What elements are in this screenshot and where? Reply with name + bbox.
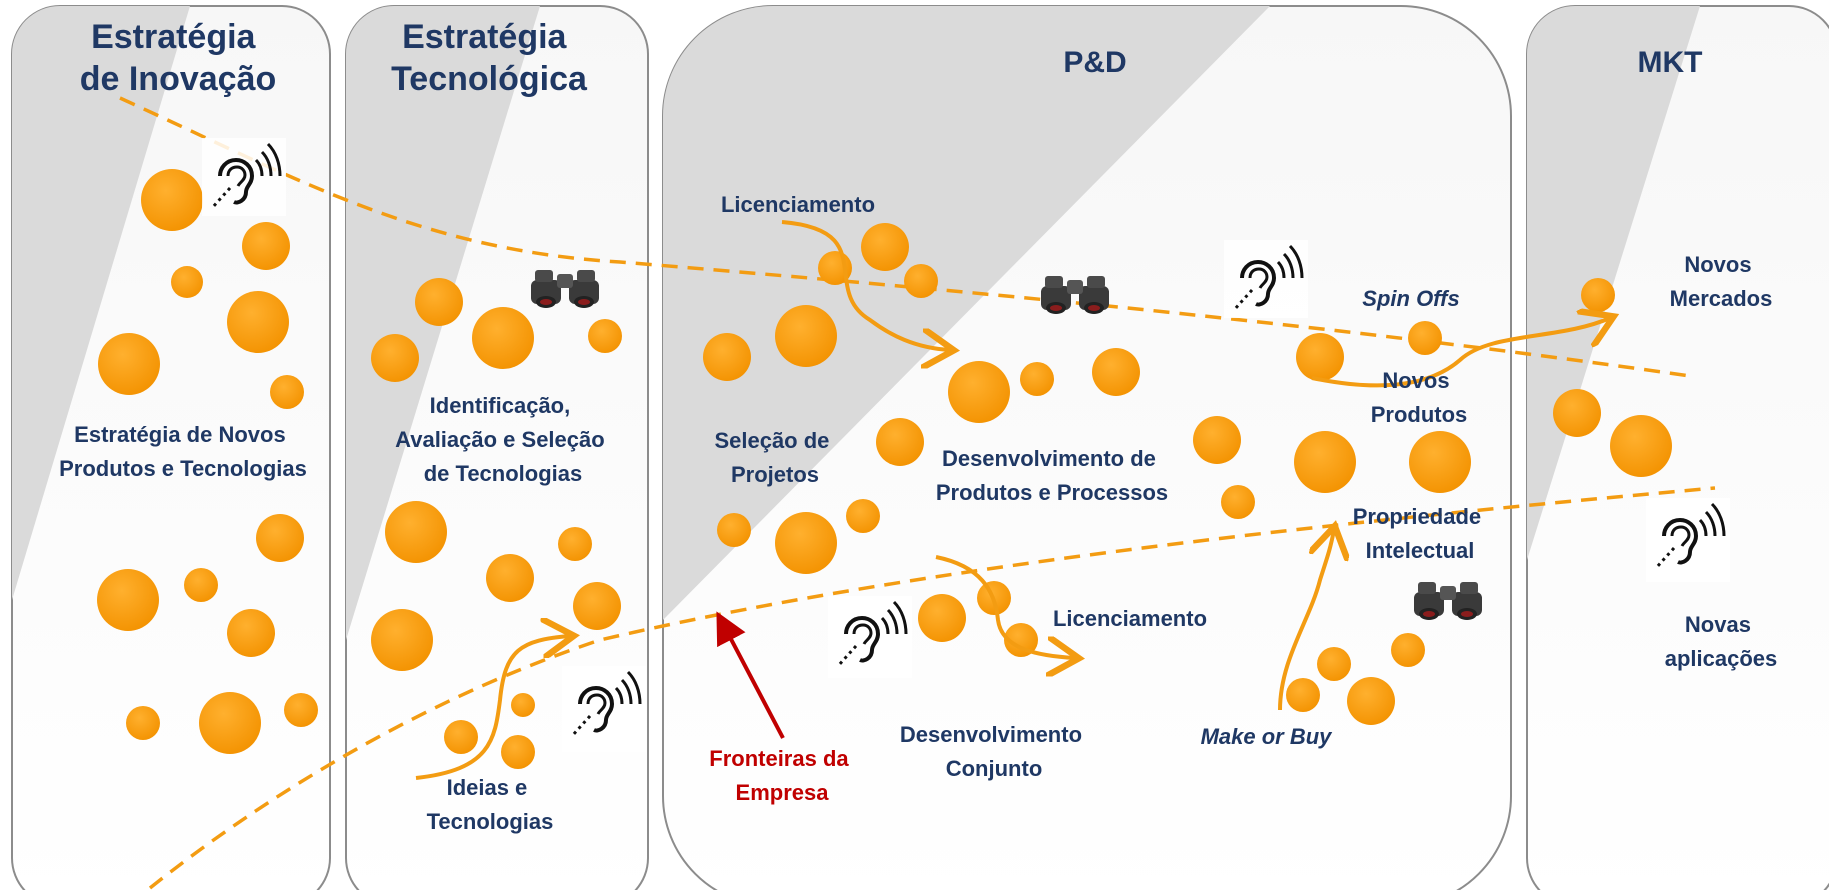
idea-dot [1581,278,1615,312]
idea-dot [948,361,1010,423]
label-selecao-projetos: Seleção de Projetos [714,428,835,487]
panel-title-estrategia-inovacao: Estratégia de Inovação [80,18,277,98]
idea-dot [1296,333,1344,381]
idea-dot [775,512,837,574]
idea-dot [444,720,478,754]
idea-dot [846,499,880,533]
idea-dot [227,291,289,353]
idea-dot [1020,362,1054,396]
idea-dot [486,554,534,602]
panel-title-pd: P&D [1063,46,1126,79]
idea-dot [184,568,218,602]
idea-dot [717,513,751,547]
idea-dot [472,307,534,369]
funnel-boundary-lower [148,486,1716,890]
idea-dot [1004,623,1038,657]
fronteiras-arrow [716,611,785,739]
label-licenciamento-top: Licenciamento [721,192,875,217]
label-desenvolvimento: Desenvolvimento de Produtos e Processos [936,446,1168,505]
idea-dot [1221,485,1255,519]
ear-icon [562,666,646,752]
ear-icon [202,138,286,216]
idea-dot [199,692,261,754]
idea-dot [256,514,304,562]
flow-arrow-licenciamento-out [935,555,1075,658]
label-novas-aplicacoes: Novas aplicações [1665,612,1778,671]
idea-dot [861,223,909,271]
idea-dot [1347,677,1395,725]
panel-title-mkt: MKT [1638,46,1703,79]
idea-dot [1610,415,1672,477]
idea-dot [141,169,203,231]
idea-dot [1391,633,1425,667]
panel-mkt [1526,5,1829,895]
label-ideias: Ideias e Tecnologias [427,775,554,834]
label-make-or-buy: Make or Buy [1201,724,1334,749]
idea-dot [171,266,203,298]
idea-dot [876,418,924,466]
label-novos-mercados: Novos Mercados [1670,252,1773,311]
label-desenvolvimento-conjunto: Desenvolvimento Conjunto [900,722,1088,781]
label-novos-produtos: Novos Produtos [1371,368,1468,427]
flow-arrow-spin-offs [1311,318,1610,388]
idea-dots [97,169,1672,769]
flow-arrow-licenciamento-in [781,220,950,350]
label-spin-offs: Spin Offs [1362,286,1459,311]
idea-dot [270,375,304,409]
idea-dot [1409,431,1471,493]
label-fronteiras-empresa: Fronteiras da Empresa [709,746,855,805]
label-identificacao: Identificação, Avaliação e Seleção de Te… [395,393,611,486]
idea-dot [904,264,938,298]
idea-dot [1553,389,1601,437]
flow-arrow-make-or-buy [1278,530,1334,711]
idea-dot [1092,348,1140,396]
idea-dot [588,319,622,353]
idea-dot [501,735,535,769]
idea-dot [703,333,751,381]
idea-dot [918,594,966,642]
idea-dot [242,222,290,270]
label-propriedade-intelectual: Propriedade Intelectual [1353,504,1488,563]
ear-icon [1224,240,1308,318]
idea-dot [126,706,160,740]
ear-icon [828,596,912,678]
idea-dot [1286,678,1320,712]
idea-dot [98,333,160,395]
label-licenciamento-bottom: Licenciamento [1053,606,1207,631]
funnel-boundary-upper [119,96,1691,378]
idea-dot [415,278,463,326]
idea-dot [385,501,447,563]
idea-dot [1317,647,1351,681]
idea-dot [97,569,159,631]
ear-icon [1646,498,1730,582]
flow-arrow-ideias [415,636,570,780]
idea-dot [1193,416,1241,464]
idea-dot [1294,431,1356,493]
idea-dot [573,582,621,630]
idea-dot [511,693,535,717]
idea-dot [558,527,592,561]
label-novos-produtos-tecnologias: Estratégia de Novos Produtos e Tecnologi… [59,422,307,481]
panel-title-estrategia-tecnologica: Estratégia Tecnológica [391,18,588,98]
idea-dot [284,693,318,727]
idea-dot [371,609,433,671]
idea-dot [371,334,419,382]
idea-dot [1408,321,1442,355]
idea-dot [227,609,275,657]
idea-dot [775,305,837,367]
